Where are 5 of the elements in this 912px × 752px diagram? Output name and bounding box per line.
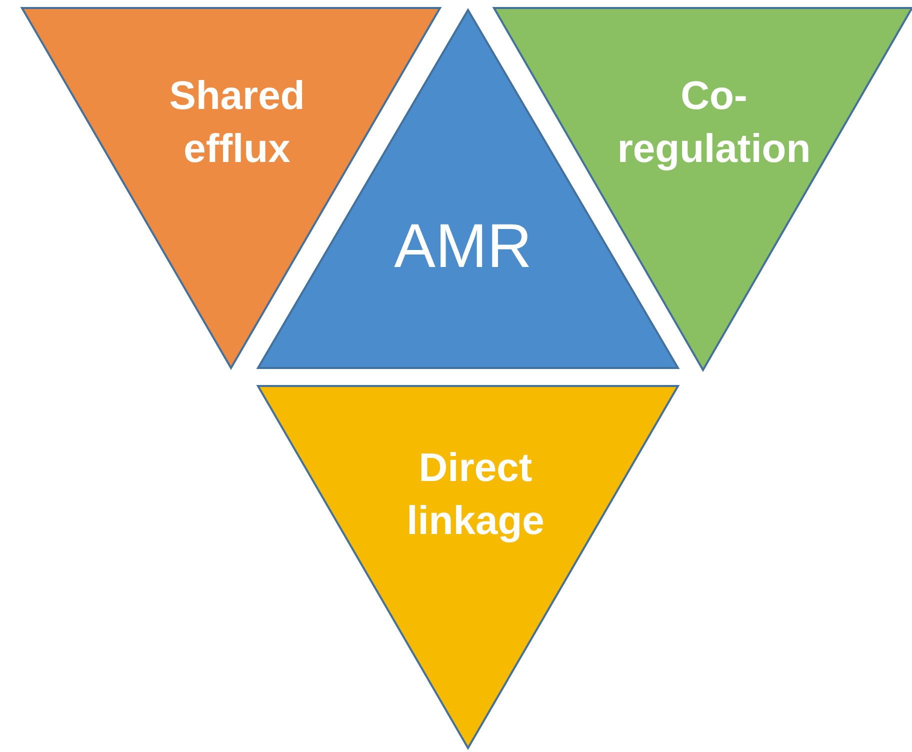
inverted-triangle: [258, 386, 678, 748]
triangle-label: AMR: [393, 211, 533, 283]
triangle-label: Shared efflux: [168, 73, 306, 173]
triangle-label: Co-regulation: [616, 73, 812, 173]
triangle-label: Direct linkage: [406, 445, 546, 545]
